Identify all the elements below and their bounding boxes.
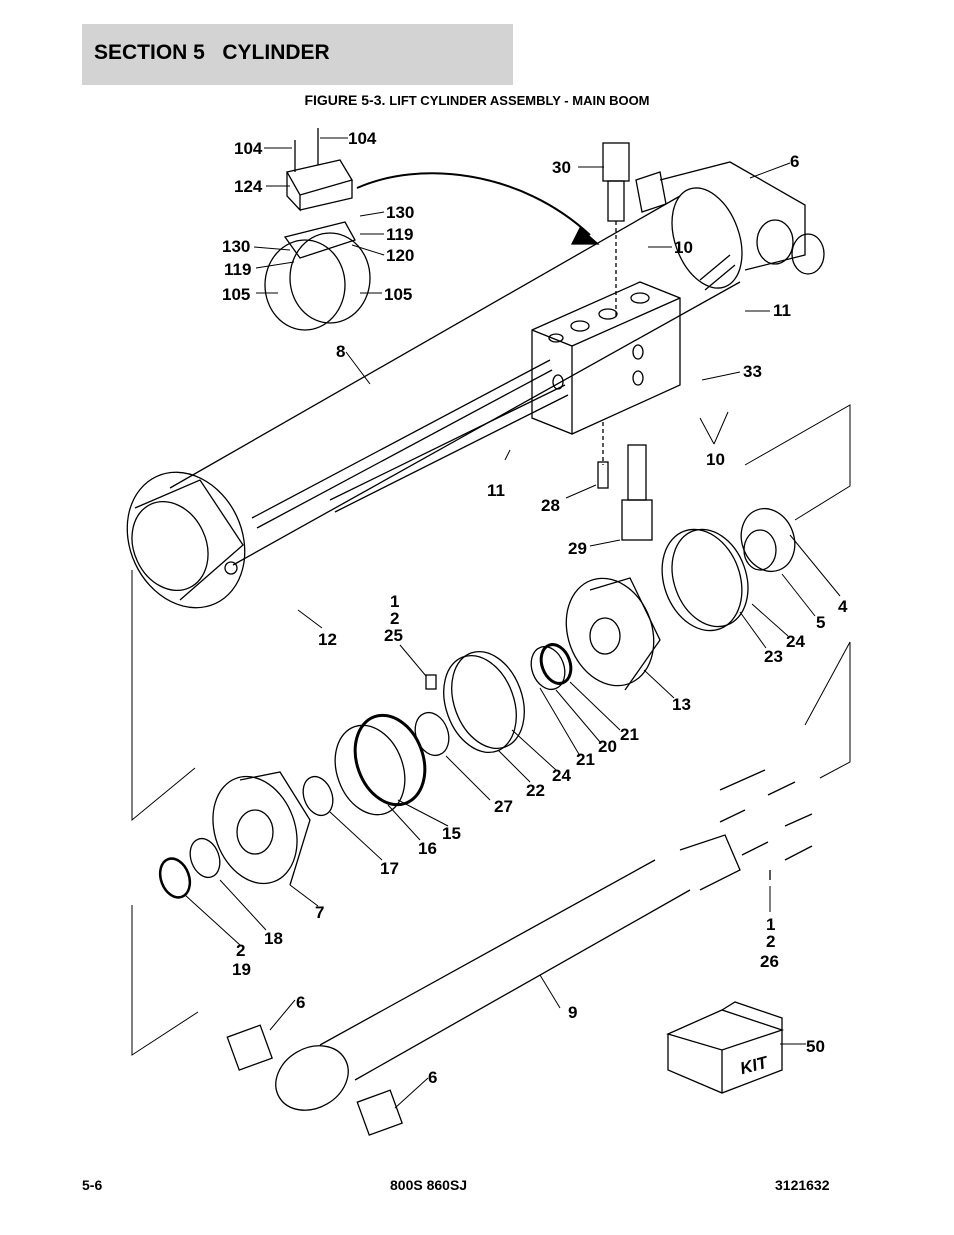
callout-15: 15	[442, 824, 461, 843]
callout-24: 24	[786, 632, 805, 651]
callout-105: 105	[384, 285, 412, 304]
callout-2: 2	[390, 609, 399, 628]
callout-6: 6	[296, 993, 305, 1012]
callout-20: 20	[598, 737, 617, 756]
callout-27: 27	[494, 797, 513, 816]
callout-104: 104	[348, 129, 377, 148]
callout-12: 12	[318, 630, 337, 649]
figure-label: FIGURE 5-3.	[304, 92, 386, 108]
callout-120: 120	[386, 246, 414, 265]
section-header: SECTION 5 CYLINDER	[82, 24, 513, 85]
callout-1: 1	[390, 592, 399, 611]
callout-24: 24	[552, 766, 571, 785]
callout-25: 25	[384, 626, 403, 645]
document-number: 3121632	[775, 1177, 830, 1193]
valve-block	[531, 281, 681, 435]
callout-130: 130	[386, 203, 414, 222]
kit-box	[666, 1001, 785, 1094]
callout-119: 119	[224, 260, 251, 279]
callout-17: 17	[380, 859, 399, 878]
callout-5: 5	[816, 613, 825, 632]
callout-23: 23	[764, 647, 783, 666]
boundary-lines	[131, 404, 851, 1056]
callout-8: 8	[336, 342, 345, 361]
callout-29: 29	[568, 539, 587, 558]
callout-4: 4	[838, 597, 848, 616]
callout-130: 130	[222, 237, 250, 256]
callout-104: 104	[234, 139, 263, 158]
figure-title: FIGURE 5-3. LIFT CYLINDER ASSEMBLY - MAI…	[0, 92, 954, 108]
callout-11: 11	[773, 301, 791, 320]
callout-124: 124	[234, 177, 263, 196]
callout-105: 105	[222, 285, 250, 304]
callout-1: 1	[766, 915, 775, 934]
callout-30: 30	[552, 158, 571, 177]
leader-lines	[184, 137, 841, 1109]
callout-11: 11	[487, 481, 505, 500]
callout-6: 6	[790, 152, 799, 171]
callout-21: 21	[576, 750, 595, 769]
retainer-4-5	[740, 507, 796, 573]
callout-33: 33	[743, 362, 762, 381]
callout-18: 18	[264, 929, 283, 948]
curved-arrow	[356, 172, 591, 236]
callout-13: 13	[672, 695, 691, 714]
arrow-head	[570, 226, 600, 245]
page-number: 5-6	[82, 1177, 103, 1193]
callout-19: 19	[232, 960, 251, 979]
callout-26: 26	[760, 952, 779, 971]
cylinder-barrel-8	[126, 187, 743, 609]
callout-22: 22	[526, 781, 545, 800]
rod-9	[226, 834, 741, 1136]
callout-10: 10	[706, 450, 725, 469]
callout-28: 28	[541, 496, 560, 515]
callout-9: 9	[568, 1003, 577, 1022]
pipe-clamp-assembly	[264, 128, 371, 331]
figure-caption: LIFT CYLINDER ASSEMBLY - MAIN BOOM	[389, 93, 650, 108]
diagram-artwork	[126, 128, 851, 1136]
callout-119: 119	[386, 225, 413, 244]
piston-13	[302, 528, 749, 817]
rod-end-lug	[635, 161, 825, 275]
bolt-group	[719, 769, 813, 880]
callout-2: 2	[236, 941, 245, 960]
callout-6: 6	[428, 1068, 437, 1087]
callout-2: 2	[766, 932, 775, 951]
sensor-29	[597, 422, 653, 541]
kit-label: KIT	[738, 1052, 771, 1078]
callout-7: 7	[315, 903, 324, 922]
callout-16: 16	[418, 839, 437, 858]
callout-50: 50	[806, 1037, 825, 1056]
section-title: SECTION 5 CYLINDER	[94, 41, 330, 64]
fitting-30	[602, 142, 630, 318]
gland-7	[158, 771, 311, 899]
callout-10: 10	[674, 238, 693, 257]
callout-21: 21	[620, 725, 639, 744]
model-number: 800S 860SJ	[390, 1177, 468, 1193]
